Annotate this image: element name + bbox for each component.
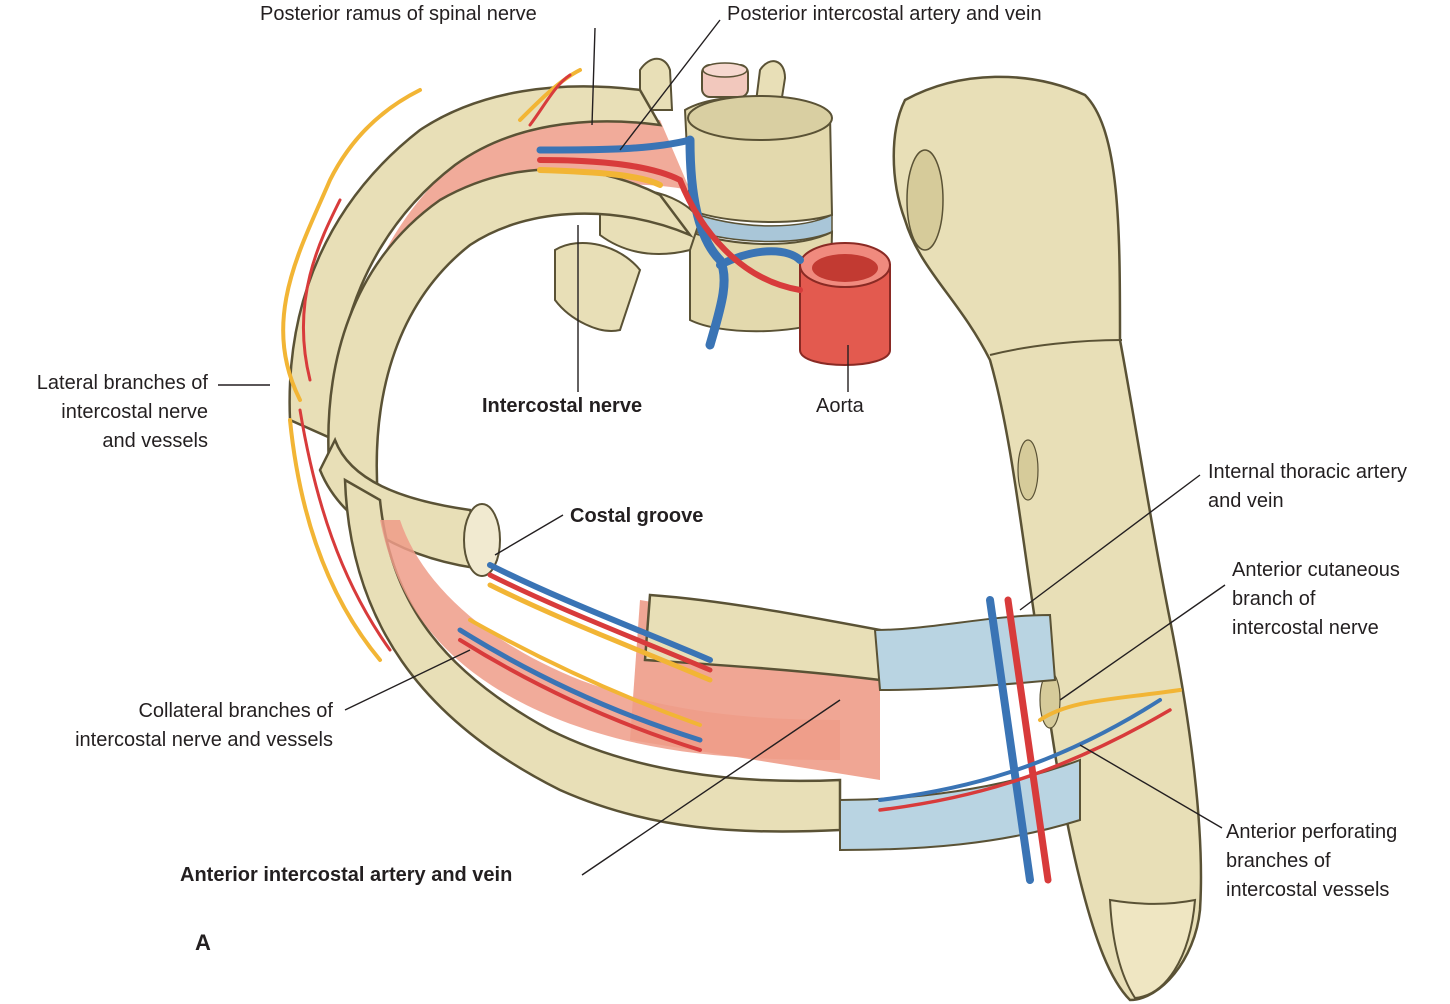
label-posterior-ramus: Posterior ramus of spinal nerve <box>260 3 537 25</box>
label-line: Anterior perforating <box>1226 821 1398 843</box>
label-line: branches of <box>1226 850 1331 872</box>
label-line: Collateral branches of <box>138 700 333 722</box>
vertebra <box>554 57 834 333</box>
posterior-rib-cage <box>288 85 694 511</box>
label-lateral-branches: Lateral branches of intercostal nerve an… <box>0 369 208 456</box>
label-posterior-intercostal: Posterior intercostal artery and vein <box>727 3 1042 25</box>
label-anterior-cutaneous: Anterior cutaneous branch of intercostal… <box>1232 556 1400 643</box>
label-line: intercostal vessels <box>1226 879 1390 901</box>
label-internal-thoracic: Internal thoracic artery and vein <box>1208 458 1407 516</box>
leader-lines <box>218 19 1226 876</box>
label-line: branch of <box>1232 588 1316 610</box>
aorta <box>799 242 891 366</box>
vessels-and-nerves <box>281 68 1182 884</box>
label-line: Internal thoracic artery <box>1208 461 1407 483</box>
label-line: intercostal nerve and vessels <box>75 729 333 751</box>
label-collateral-branches: Collateral branches of intercostal nerve… <box>0 697 333 755</box>
label-aorta: Aorta <box>816 395 864 417</box>
label-anterior-perforating: Anterior perforating branches of interco… <box>1226 818 1397 905</box>
label-line: intercostal nerve <box>1232 617 1379 639</box>
label-line: intercostal nerve <box>61 401 208 423</box>
label-line: Anterior cutaneous <box>1232 559 1400 581</box>
label-costal-groove: Costal groove <box>570 505 704 527</box>
label-line: and vessels <box>102 430 208 452</box>
label-line: and vein <box>1208 490 1284 512</box>
label-anterior-intercostal: Anterior intercostal artery and vein <box>180 864 513 886</box>
sternum <box>892 75 1203 1002</box>
panel-letter: A <box>195 930 211 955</box>
upper-rib-anterior <box>318 436 501 577</box>
label-intercostal-nerve: Intercostal nerve <box>482 395 643 417</box>
label-line: Lateral branches of <box>36 372 208 394</box>
